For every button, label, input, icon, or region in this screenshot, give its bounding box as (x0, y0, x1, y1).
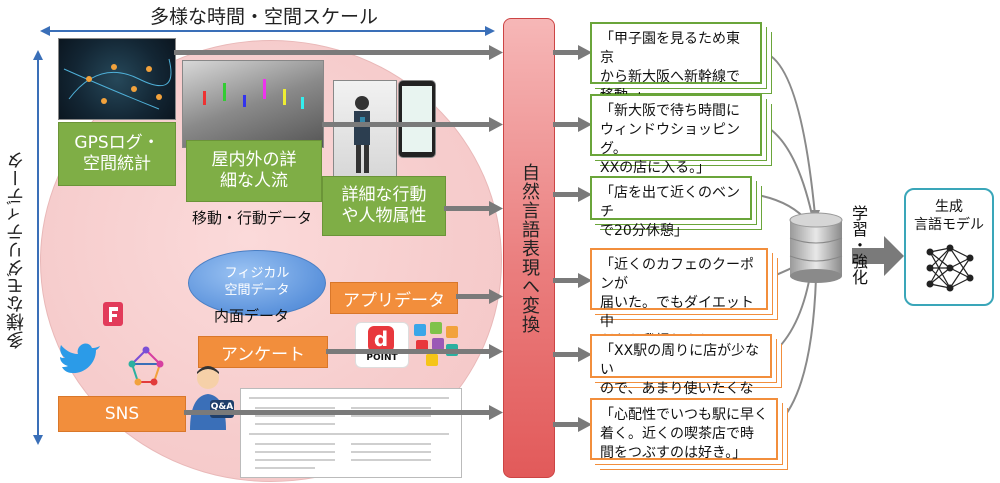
twitter-bird-icon (60, 343, 100, 374)
top-title: 多様な時間・空間スケール (150, 6, 379, 28)
sentence-card-5: 「XX駅の周りに店が少ない ので、あまり使いたくない。」 (590, 334, 772, 416)
people-flow-box: 屋内外の詳 細な人流 (186, 140, 322, 202)
sentence-card-4: 「近くのカフェのクーポンが 届いた。でもダイエット中 だから我慢しよう。」 (590, 248, 768, 349)
vertical-modality-arrow (33, 50, 43, 445)
language-model-title: 生成 言語モデル (914, 199, 984, 234)
person-photo (333, 80, 397, 178)
language-model-box: 生成 言語モデル (904, 188, 994, 306)
neural-network-icon (926, 244, 974, 292)
sentence-card-3: 「店を出て近くのベンチ で20分休憩」 (590, 176, 752, 239)
sentence-card-1: 「甲子園を見るため東京 から新大阪へ新幹線で 移動。」 (590, 22, 762, 104)
converter-label: 自然言語表現へ変換 (519, 162, 540, 334)
physical-space-ellipse: フィジカル 空間データ (188, 250, 326, 316)
survey-box: アンケート (198, 336, 328, 368)
behavior-attributes-box: 詳細な行動 や人物属性 (322, 176, 446, 236)
app-icons-cluster (414, 322, 458, 366)
horizontal-scale-arrow (40, 26, 495, 36)
sentence-card-6: 「心配性でいつも駅に早く 着く。近くの喫茶店で時 間をつぶすのは好き。」 (590, 398, 778, 461)
dpoint-text: POINT (366, 353, 398, 363)
learning-label: 学習・強化 (849, 205, 868, 285)
app-data-box: アプリデータ (330, 282, 458, 314)
network-graph-icon (128, 346, 164, 386)
qa-text: Q&A (210, 402, 234, 412)
database-icon (789, 212, 843, 283)
sns-box: SNS (58, 396, 186, 432)
smartphone-image (398, 80, 436, 158)
natural-language-converter: 自然言語表現へ変換 (503, 18, 555, 478)
inner-data-label: 内面データ (214, 307, 290, 325)
gps-stats-box: GPSログ・ 空間統計 (58, 122, 176, 186)
dpoint-logo: d POINT (355, 322, 409, 368)
foursquare-icon (103, 302, 123, 326)
indoor-flow-image (182, 60, 324, 148)
gps-map-image (58, 38, 176, 120)
sentence-card-2: 「新大阪で待ち時間に ウィンドウショッピング。 XXの店に入る。」 (590, 94, 762, 176)
movement-data-label: 移動・行動データ (192, 209, 313, 227)
survey-document-image (240, 388, 462, 478)
